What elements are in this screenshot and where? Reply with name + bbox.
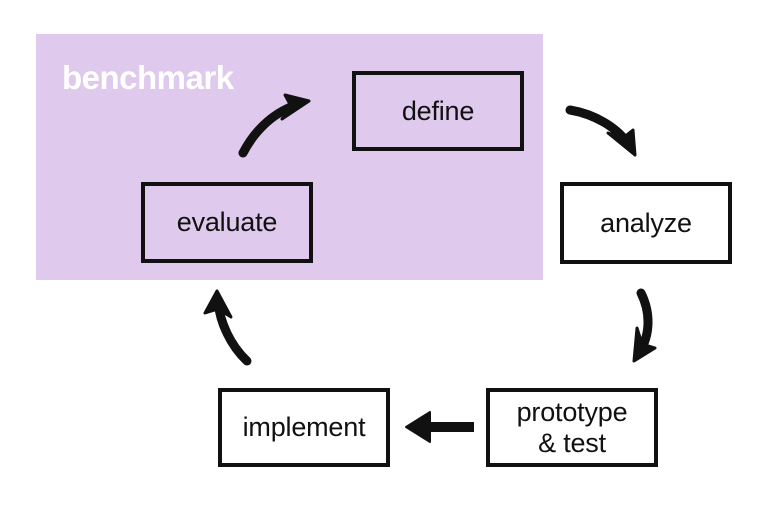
node-evaluate-label: evaluate bbox=[176, 207, 278, 238]
arrow-prototype-to-implement bbox=[405, 411, 474, 443]
node-prototype-and-test-label: prototype & test bbox=[516, 397, 628, 458]
node-define-label: define bbox=[401, 95, 475, 126]
arrow-define-to-analyze bbox=[565, 105, 637, 157]
arrow-analyze-to-prototype bbox=[632, 288, 657, 363]
node-define[interactable]: define bbox=[352, 71, 524, 151]
node-prototype-and-test[interactable]: prototype & test bbox=[486, 388, 658, 467]
node-analyze[interactable]: analyze bbox=[560, 182, 732, 264]
benchmark-region-label: benchmark bbox=[62, 59, 234, 96]
node-implement-label: implement bbox=[242, 412, 366, 443]
node-evaluate[interactable]: evaluate bbox=[141, 182, 313, 263]
arrow-implement-to-evaluate bbox=[203, 289, 252, 366]
node-analyze-label: analyze bbox=[600, 207, 692, 238]
node-implement[interactable]: implement bbox=[218, 388, 390, 467]
